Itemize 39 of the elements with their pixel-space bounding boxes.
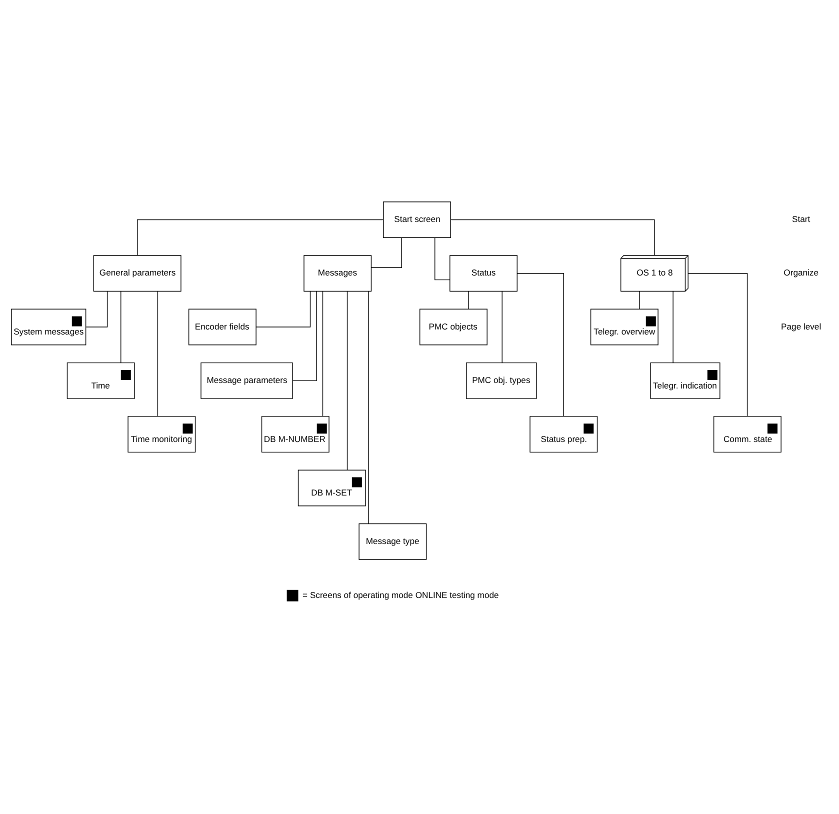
connector <box>368 290 369 524</box>
connector <box>672 290 674 363</box>
label: Start <box>792 213 810 224</box>
node-box: Status <box>450 254 518 292</box>
node-box: Status prep. <box>530 416 598 452</box>
node-box: PMC objects <box>420 308 488 345</box>
connector <box>136 218 384 256</box>
node-box: Start screen <box>383 201 451 238</box>
connector <box>516 272 564 416</box>
connector <box>256 290 311 327</box>
node-box: PMC obj. types <box>466 362 537 398</box>
node-box: DB M-NUMBER <box>261 416 330 452</box>
connector <box>292 290 317 381</box>
node-box: System messages <box>11 308 86 345</box>
legend-label: = Screens of operating mode ONLINE testing mode <box>302 589 499 600</box>
label: Organize <box>784 267 818 278</box>
node-box: General parameters <box>93 254 182 292</box>
node-box: Comm. state <box>713 416 782 452</box>
connector <box>346 290 348 470</box>
node-box: Messages <box>304 254 372 292</box>
connector <box>86 290 108 327</box>
node-box: Time monitoring <box>128 416 196 452</box>
label: Page level <box>781 320 822 331</box>
connector <box>322 290 324 416</box>
node-box: Message type <box>358 522 427 560</box>
node-box: Time <box>66 362 135 398</box>
connector <box>120 290 122 363</box>
connector <box>157 290 158 416</box>
connector <box>688 272 748 416</box>
connector <box>450 218 655 256</box>
node-box: Telegr. overview <box>590 308 658 345</box>
node-box: Message parameters <box>200 362 293 398</box>
connector <box>434 236 450 280</box>
connector <box>468 290 469 309</box>
connector <box>370 237 402 268</box>
connector <box>639 290 640 309</box>
node-box: Telegr. indication <box>650 362 720 398</box>
node-box: DB M-SET <box>298 469 366 506</box>
node-box: Encoder fields <box>188 308 256 345</box>
